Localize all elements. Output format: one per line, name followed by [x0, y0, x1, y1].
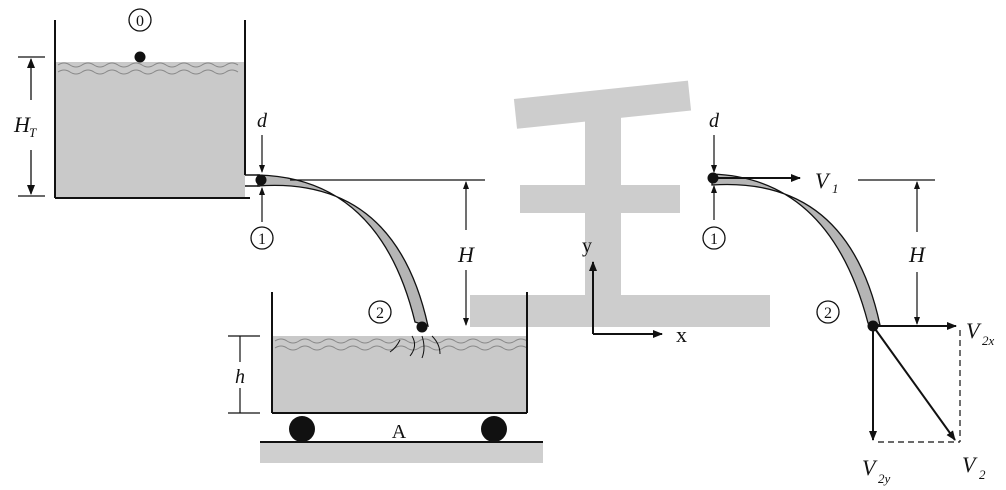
svg-text:T: T	[29, 125, 37, 140]
point-1-right: 1	[702, 226, 726, 250]
cart-label: A	[392, 421, 407, 443]
water-depth-dimension: h	[228, 335, 260, 414]
svg-text:V: V	[966, 318, 982, 343]
y-axis-label: y	[582, 235, 592, 257]
svg-text:2x: 2x	[982, 333, 995, 348]
diameter-right: d	[709, 110, 720, 220]
svg-text:V: V	[962, 452, 978, 477]
point-2-right: 2	[816, 300, 879, 332]
point-1-right-dot	[707, 172, 719, 184]
velocity-v2y: V 2y	[862, 326, 891, 486]
drop-height-right: H	[858, 179, 935, 325]
svg-text:2: 2	[824, 305, 832, 322]
vector-parallelogram	[878, 330, 961, 443]
coordinate-axes: y x	[582, 235, 687, 347]
point-1-dot	[255, 174, 267, 186]
velocity-v2: V 2	[872, 325, 986, 482]
x-axis-label: x	[676, 322, 687, 347]
svg-text:1: 1	[258, 231, 266, 248]
jet-stream-left	[257, 174, 429, 327]
svg-text:d: d	[709, 110, 720, 132]
diameter-left: d	[257, 110, 268, 222]
jet-stream-right	[711, 173, 881, 326]
svg-text:H: H	[457, 242, 475, 267]
svg-text:2: 2	[979, 467, 986, 482]
lower-tank	[271, 292, 528, 414]
tank-height-dimension: H T	[13, 56, 45, 197]
velocity-v1: V 1	[716, 168, 839, 196]
upper-tank	[54, 20, 260, 199]
svg-text:1: 1	[710, 231, 718, 248]
svg-text:h: h	[235, 366, 245, 388]
svg-text:d: d	[257, 110, 268, 132]
svg-text:1: 1	[832, 181, 839, 196]
svg-text:2: 2	[376, 305, 384, 322]
tank-height-label: H	[13, 112, 31, 137]
cart: A	[260, 416, 543, 463]
svg-text:2y: 2y	[878, 471, 891, 486]
drop-height-left: H	[290, 179, 485, 326]
velocity-v2x: V 2x	[873, 318, 995, 348]
svg-text:0: 0	[136, 13, 144, 30]
svg-text:H: H	[908, 242, 926, 267]
watermark	[470, 80, 770, 327]
point-1: 1	[250, 226, 274, 250]
svg-text:V: V	[862, 455, 878, 480]
point-0: 0	[128, 8, 152, 63]
point-2-left: 2	[368, 300, 428, 333]
svg-text:V: V	[815, 168, 831, 193]
